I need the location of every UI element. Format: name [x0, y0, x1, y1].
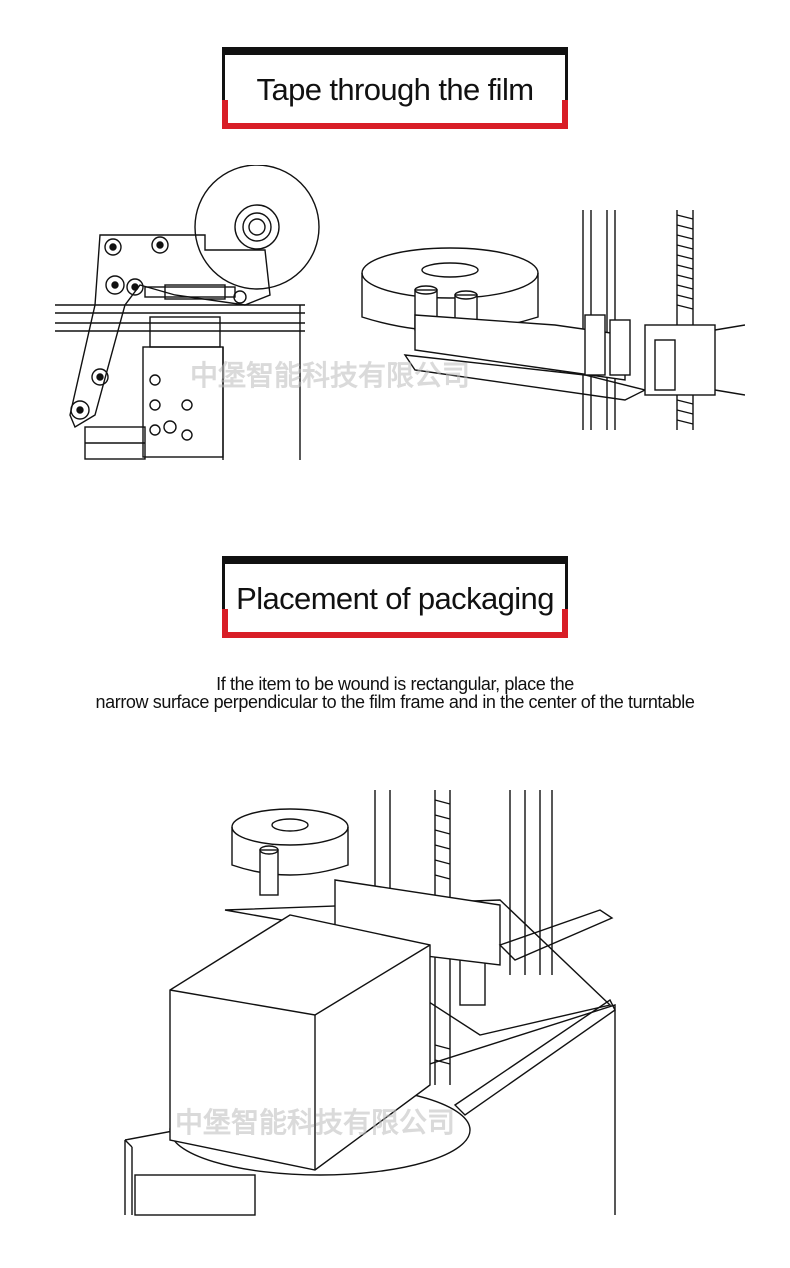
packaging-placement-drawing	[124, 790, 616, 1216]
svg-text:中堡智能科技有限公司: 中堡智能科技有限公司	[190, 359, 470, 392]
film-path-perspective-drawing	[361, 210, 745, 430]
film-path-side-view-drawing	[55, 165, 320, 460]
caption-line-2: narrow surface perpendicular to the film…	[95, 692, 695, 712]
section-title-placement-of-packaging: Placement of packaging	[222, 556, 568, 638]
caption-line-1: If the item to be wound is rectangular, …	[216, 674, 574, 694]
watermark-bottom: 中堡智能科技有限公司	[175, 1106, 455, 1139]
section-title-text: Placement of packaging	[236, 580, 554, 616]
svg-text:中堡智能科技有限公司: 中堡智能科技有限公司	[175, 1106, 455, 1139]
section-title-tape-through-film: Tape through the film	[222, 47, 568, 129]
watermark-top: 中堡智能科技有限公司	[190, 359, 470, 392]
section-title-text: Tape through the film	[256, 71, 535, 107]
